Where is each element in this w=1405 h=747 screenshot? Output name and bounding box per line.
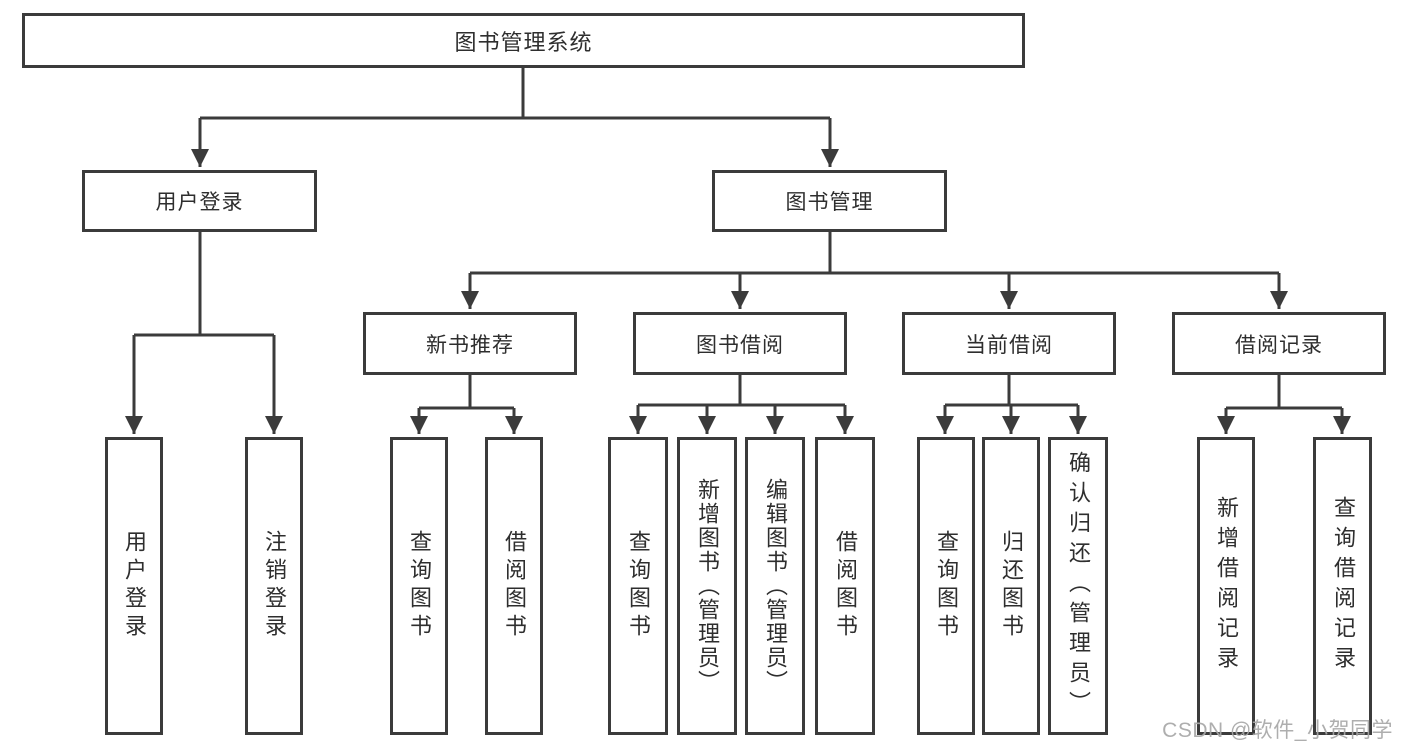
leaf-edit-book-admin: 编辑图书（管理员） xyxy=(745,437,805,735)
csdn-watermark: CSDN @软件_小贺同学 xyxy=(1162,719,1393,742)
leaf-user-login: 用户登录 xyxy=(105,437,163,735)
leaf-add-borrow-record: 新增借阅记录 xyxy=(1197,437,1255,735)
leaf-add-book-admin: 新增图书（管理员） xyxy=(677,437,737,735)
connector-trunks xyxy=(134,68,1342,410)
leaf-confirm-return-admin: 确认归还（管理员） xyxy=(1048,437,1108,735)
node-current-borrow: 当前借阅 xyxy=(902,312,1116,375)
leaf-query-borrow-record: 查询借阅记录 xyxy=(1313,437,1372,735)
leaf-borrow-book-recommend: 借阅图书 xyxy=(485,437,543,735)
node-book-management: 图书管理 xyxy=(712,170,947,232)
leaf-borrow-book: 借阅图书 xyxy=(815,437,875,735)
leaf-query-book-recommend: 查询图书 xyxy=(390,437,448,735)
node-user-login: 用户登录 xyxy=(82,170,317,232)
leaf-logout: 注销登录 xyxy=(245,437,303,735)
node-new-book-recommend: 新书推荐 xyxy=(363,312,577,375)
leaf-query-book-current: 查询图书 xyxy=(917,437,975,735)
node-library-system: 图书管理系统 xyxy=(22,13,1025,68)
node-book-borrow: 图书借阅 xyxy=(633,312,847,375)
node-borrow-records: 借阅记录 xyxy=(1172,312,1386,375)
leaf-return-book: 归还图书 xyxy=(982,437,1040,735)
leaf-query-book-borrow: 查询图书 xyxy=(608,437,668,735)
